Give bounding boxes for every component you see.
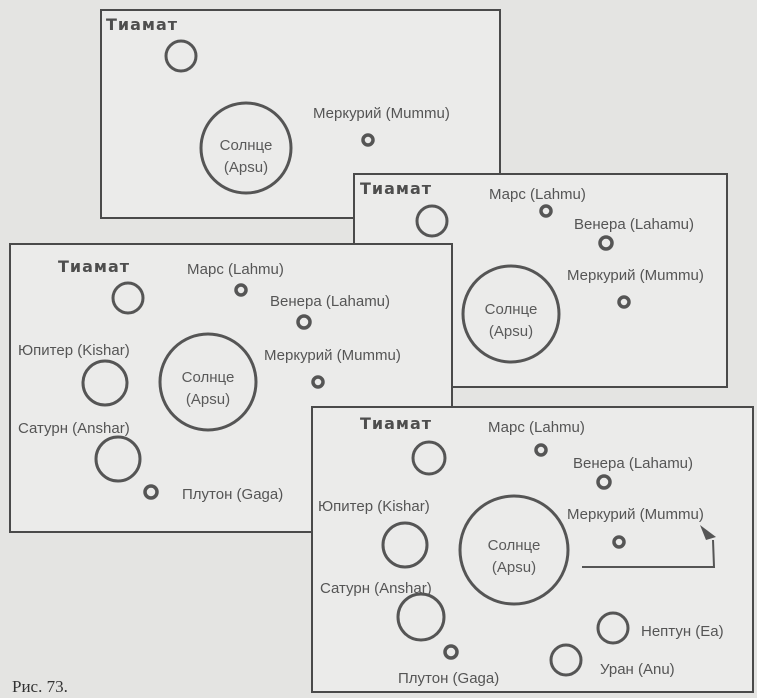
tiamat-label: Тиамат	[58, 257, 130, 276]
arrowhead-icon	[700, 525, 716, 540]
jupiter-label: Юпитер (Kishar)	[318, 498, 430, 515]
sun-sublabel: (Apsu)	[224, 159, 268, 176]
sun-circle	[199, 101, 293, 195]
mars-label: Марс (Lahmu)	[187, 261, 284, 278]
tiamat-label: Тиамат	[360, 179, 432, 198]
jupiter-planet	[81, 359, 129, 407]
saturn-planet	[396, 592, 446, 642]
uranus-planet	[549, 643, 583, 677]
figure-caption: Рис. 73.	[12, 677, 68, 696]
panel-frame	[311, 406, 754, 693]
tiamat-planet	[164, 39, 198, 73]
mars-planet	[234, 283, 248, 297]
saturn-planet	[94, 435, 142, 483]
panel-stage-4: Тиамат Марс (Lahmu) Венера (Lahamu) Мерк…	[311, 406, 754, 693]
venus-label: Венера (Lahamu)	[573, 455, 693, 472]
tiamat-planet	[415, 204, 449, 238]
neptune-planet	[596, 611, 630, 645]
mercury-label: Меркурий (Mummu)	[567, 506, 704, 523]
pluto-planet	[443, 644, 459, 660]
sun-label: Солнце	[182, 369, 235, 386]
saturn-label: Сатурн (Anshar)	[18, 420, 130, 437]
sun-label: Солнце	[485, 301, 538, 318]
mars-planet	[534, 443, 548, 457]
mercury-planet	[361, 133, 375, 147]
panel-stage-1: Тиамат Солнце (Apsu) Меркурий (Mummu)	[100, 9, 501, 219]
sun-sublabel: (Apsu)	[489, 323, 533, 340]
jupiter-planet	[381, 521, 429, 569]
venus-planet	[598, 235, 614, 251]
sun-label: Солнце	[220, 137, 273, 154]
mars-label: Марс (Lahmu)	[488, 419, 585, 436]
sun-circle	[458, 494, 570, 606]
sun-circle	[158, 332, 258, 432]
jupiter-label: Юпитер (Kishar)	[18, 342, 130, 359]
mars-label: Марс (Lahmu)	[489, 186, 586, 203]
neptune-label: Нептун (Ea)	[641, 623, 724, 640]
sun-sublabel: (Apsu)	[492, 559, 536, 576]
venus-planet	[596, 474, 612, 490]
mercury-planet	[617, 295, 631, 309]
tiamat-planet	[111, 281, 145, 315]
sun-sublabel: (Apsu)	[186, 391, 230, 408]
sun-label: Солнце	[488, 537, 541, 554]
venus-planet	[296, 314, 312, 330]
mercury-label: Меркурий (Mummu)	[264, 347, 401, 364]
sun-circle	[461, 264, 561, 364]
pluto-label: Плутон (Gaga)	[398, 670, 499, 687]
venus-label: Венера (Lahamu)	[574, 216, 694, 233]
venus-label: Венера (Lahamu)	[270, 293, 390, 310]
mercury-planet	[612, 535, 626, 549]
mercury-label: Меркурий (Mummu)	[313, 105, 450, 122]
mars-planet	[539, 204, 553, 218]
pluto-planet	[143, 484, 159, 500]
tiamat-planet	[411, 440, 447, 476]
saturn-label: Сатурн (Anshar)	[320, 580, 432, 597]
orbit-arrow	[582, 539, 716, 568]
tiamat-label: Тиамат	[106, 15, 178, 34]
mercury-planet	[311, 375, 325, 389]
mercury-label: Меркурий (Mummu)	[567, 267, 704, 284]
pluto-label: Плутон (Gaga)	[182, 486, 283, 503]
uranus-label: Уран (Anu)	[600, 661, 675, 678]
tiamat-label: Тиамат	[360, 414, 432, 433]
